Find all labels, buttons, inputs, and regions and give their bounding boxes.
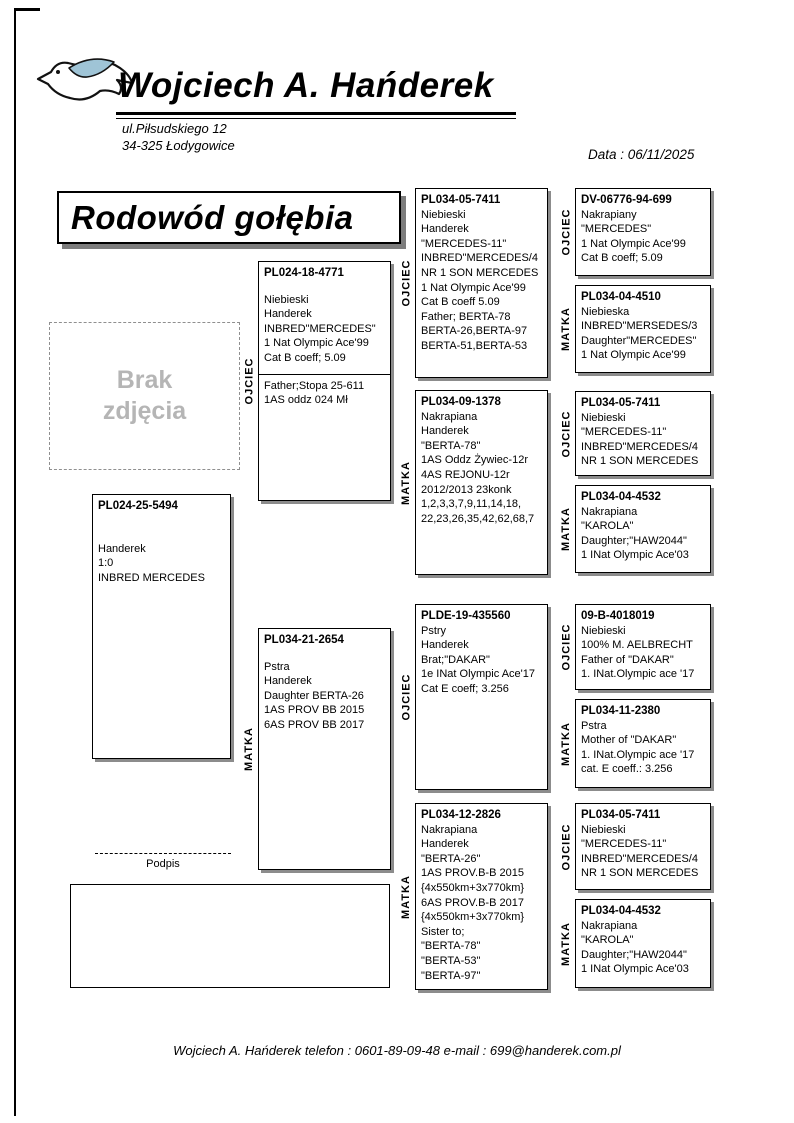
great-grandparent-role-label-1: OJCIEC — [560, 208, 572, 256]
photo-placeholder-line1: Brak — [116, 365, 173, 394]
signature-label: Podpis — [146, 858, 180, 870]
great-grandparent-role-label-5: OJCIEC — [560, 623, 572, 671]
ring-number: PL034-11-2380 — [581, 705, 661, 717]
left-margin-line — [14, 8, 16, 1116]
great-grandparent-box-3: PL034-05-7411 Niebieski"MERCEDES-11"INBR… — [575, 391, 711, 476]
ring-number: PLDE-19-435560 — [421, 610, 511, 622]
pigeon-logo-icon — [34, 50, 136, 118]
great-grandparent-box-4: PL034-04-4532 Nakrapiana"KAROLA"Daughter… — [575, 485, 711, 573]
pedigree-details: Nakrapiana"KAROLA"Daughter;"HAW2044"1 IN… — [581, 505, 689, 562]
signature-box — [70, 884, 390, 988]
paternal-grandmother-role-label: MATKA — [400, 460, 412, 505]
ring-number: PL034-04-4532 — [581, 491, 661, 503]
great-grandparent-role-label-7: OJCIEC — [560, 823, 572, 870]
ring-number: PL034-09-1378 — [421, 396, 501, 408]
page-title: Rodowód gołębia — [57, 191, 401, 244]
pedigree-details: Nakrapiana"KAROLA"Daughter;"HAW2044"1 IN… — [581, 919, 689, 976]
breeder-name: Wojciech A. Hańderek — [118, 66, 494, 105]
ring-number: PL034-05-7411 — [581, 809, 661, 821]
great-grandparent-box-8: PL034-04-4532 Nakrapiana"KAROLA"Daughter… — [575, 899, 711, 988]
subject-ring-number: PL024-25-5494 — [98, 500, 178, 512]
ring-number: PL034-04-4510 — [581, 291, 661, 303]
great-grandparent-role-label-3: OJCIEC — [560, 410, 572, 457]
paternal-grandfather-role-label: OJCIEC — [400, 259, 412, 307]
header-rule-thick — [116, 112, 516, 115]
breeder-address-line2: 34-325 Łodygowice — [122, 138, 235, 153]
document-date: Data : 06/11/2025 — [588, 147, 695, 162]
great-grandparent-role-label-2: MATKA — [560, 307, 572, 351]
photo-placeholder: Brak zdjęcia — [49, 322, 240, 470]
ring-number: PL034-04-4532 — [581, 905, 661, 917]
great-grandparent-role-label-8: MATKA — [560, 921, 572, 966]
mother-ring-number: PL034-21-2654 — [264, 634, 344, 646]
ring-number: PL034-05-7411 — [581, 397, 661, 409]
mother-role-label: MATKA — [243, 727, 255, 771]
great-grandparent-role-label-4: MATKA — [560, 507, 572, 551]
photo-placeholder-line2: zdjęcia — [102, 397, 187, 425]
maternal-grandfather-role-label: OJCIEC — [400, 673, 412, 721]
header-rule-thin — [116, 118, 516, 119]
father-role-label: OJCIEC — [243, 357, 255, 405]
maternal-grandmother-role-label: MATKA — [400, 874, 412, 919]
father-box-divider — [259, 373, 390, 375]
ring-number: DV-06776-94-699 — [581, 194, 672, 206]
top-left-crop-mark — [14, 8, 40, 11]
ring-number: PL034-05-7411 — [421, 194, 501, 206]
ring-number: PL034-12-2826 — [421, 809, 501, 821]
breeder-address-line1: ul.Piłsudskiego 12 — [122, 121, 227, 136]
signature-dashed-line — [95, 853, 231, 854]
great-grandparent-box-1: DV-06776-94-699 Nakrapiany"MERCEDES"1 Na… — [575, 188, 711, 276]
great-grandparent-box-7: PL034-05-7411 Niebieski"MERCEDES-11"INBR… — [575, 803, 711, 890]
father-ring-number: PL024-18-4771 — [264, 267, 344, 279]
great-grandparent-role-label-6: MATKA — [560, 721, 572, 766]
ring-number: 09-B-4018019 — [581, 610, 655, 622]
footer-contact-info: Wojciech A. Hańderek telefon : 0601-89-0… — [173, 1043, 621, 1058]
pedigree-details: Nakrapiany"MERCEDES"1 Nat Olympic Ace'99… — [581, 208, 686, 265]
